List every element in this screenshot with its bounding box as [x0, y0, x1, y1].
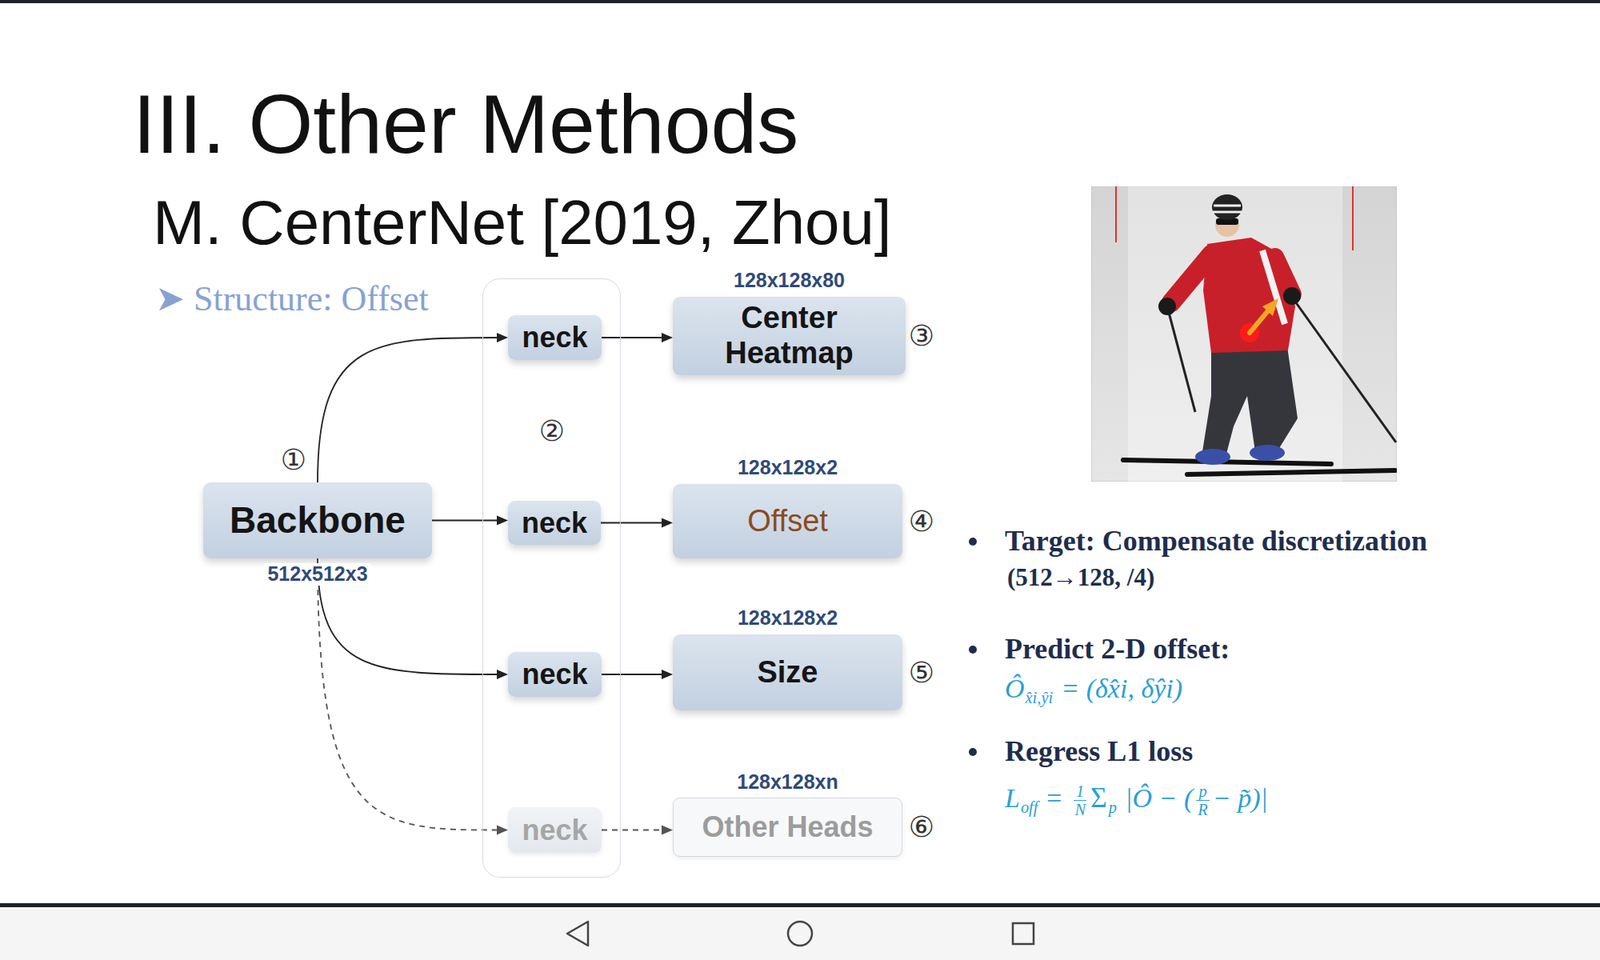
callout-number: ①	[280, 445, 307, 475]
callout-number: ⑤	[908, 658, 935, 688]
bullet-dot	[968, 748, 977, 756]
skier-photo	[1091, 186, 1397, 482]
arrow-head	[496, 669, 508, 680]
callout-number: ②	[539, 416, 565, 446]
dimension-label: 128x128xn	[736, 772, 839, 792]
backbone-box: Backbone512x512x3	[203, 482, 432, 559]
formula: Loff=1NΣp|Ô − (pR− p̃)|	[1004, 783, 1268, 819]
head-box: 128x128x2Offset	[672, 484, 903, 559]
formula-term: x̂i,ŷi	[1025, 689, 1054, 706]
callout-number: ⑥	[908, 812, 935, 842]
dimension-label: 512x512x3	[264, 563, 371, 586]
formula-term: |Ô − (	[1124, 784, 1193, 812]
connector-line	[432, 520, 500, 522]
arrow-head	[661, 332, 673, 343]
fraction: 1N	[1072, 783, 1088, 819]
callout-number: ③	[908, 321, 935, 351]
formula-term: Ô	[1004, 675, 1025, 703]
connector-line	[600, 522, 665, 524]
formula: Ôx̂i,ŷi = (δx̂i, δŷi)	[1004, 675, 1183, 707]
dimension-label: 128x128x2	[737, 457, 838, 478]
connector-line	[601, 829, 665, 832]
connector	[601, 669, 673, 680]
arrow-head	[661, 669, 673, 680]
node-label: Other Heads	[701, 810, 873, 844]
head-box: 128x128x80Center Heatmap	[672, 296, 906, 376]
bullet-dot	[968, 537, 977, 546]
connector-line	[317, 337, 500, 483]
connector	[601, 332, 673, 343]
neck-box: neck	[508, 315, 602, 360]
navigation-bar	[0, 907, 1600, 960]
recent-icon	[1012, 923, 1034, 944]
formula-term: = (δx̂i, δŷi)	[1060, 675, 1183, 703]
dimension-label: 128x128x2	[737, 608, 838, 628]
node-label: neck	[521, 321, 588, 354]
arrow-head	[496, 825, 508, 836]
connector-line	[601, 336, 665, 339]
formula-term: p	[1196, 783, 1209, 801]
dimension-label: 128x128x80	[733, 270, 845, 291]
formula-term: Σ	[1090, 784, 1108, 813]
formula-term: L	[1004, 784, 1020, 812]
formula-term: N	[1072, 801, 1088, 819]
connector	[432, 516, 508, 526]
arrow-head	[661, 825, 673, 836]
node-label: Offset	[747, 504, 828, 540]
dashed-connector	[601, 825, 673, 836]
screen-edge	[0, 903, 1600, 908]
node-label: neck	[521, 507, 588, 540]
top-edge	[0, 0, 1600, 4]
node-label: Size	[756, 655, 818, 691]
formula-term: R	[1195, 801, 1210, 819]
neck-box: neck	[508, 652, 602, 697]
head-box: 128x128xnOther Heads	[672, 797, 903, 857]
formula-term: − p̃)|	[1212, 784, 1268, 812]
dashed-connector	[317, 558, 508, 836]
bullet-text: Regress L1 loss	[1004, 736, 1193, 768]
arrow-head	[661, 518, 673, 528]
neck-box: neck	[508, 807, 602, 853]
subtitle: M. CenterNet [2019, Zhou]	[152, 191, 892, 254]
node-label: Center Heatmap	[680, 300, 898, 371]
formula-term: p	[1108, 799, 1117, 816]
neck-box: neck	[508, 500, 601, 545]
arrow-head	[496, 332, 508, 343]
node-label: neck	[521, 658, 588, 691]
callout-number: ④	[908, 507, 935, 536]
home-icon	[788, 921, 812, 946]
bullet-dot	[968, 645, 977, 654]
head-box: 128x128x2Size	[672, 634, 903, 711]
node-label: Backbone	[229, 499, 406, 542]
back-icon	[567, 921, 588, 946]
fraction: pR	[1195, 783, 1210, 819]
bullet-note: (512→128, /4)	[1007, 564, 1155, 592]
connector	[317, 332, 508, 483]
bullet-text: Target: Compensate discretization	[1004, 525, 1428, 558]
arrow-head	[496, 516, 508, 526]
bullet-text: Predict 2-D offset:	[1004, 633, 1230, 666]
slide-title: III. Other Methods	[132, 82, 799, 166]
formula-term: 1	[1073, 783, 1087, 801]
node-label: neck	[521, 814, 588, 847]
formula-term: =	[1044, 784, 1064, 812]
connector-line	[601, 673, 665, 676]
neck-band: ② neck neck neck neck	[482, 278, 621, 878]
section-heading: ➤ Structure: Offset	[155, 280, 429, 319]
connector	[600, 518, 673, 528]
formula-term: off	[1020, 799, 1039, 816]
connector-line	[317, 558, 500, 831]
